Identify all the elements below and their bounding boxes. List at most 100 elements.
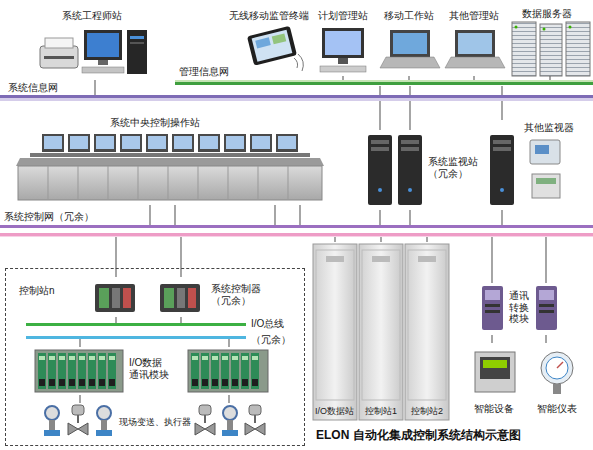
smart-device-icon xyxy=(475,352,515,392)
network-link xyxy=(492,237,546,283)
wireless-waves xyxy=(294,58,298,68)
node-label: 智能设备 xyxy=(474,403,514,415)
converter-module-icon xyxy=(485,304,500,307)
smart-device: 智能设备 xyxy=(465,343,523,419)
cabinet-icon xyxy=(408,250,446,400)
smart-meter-icon xyxy=(546,357,568,379)
network-bus: 系统控制网（冗余） xyxy=(0,225,593,237)
smart-meter: 智能仪表 xyxy=(528,343,586,419)
pc-tower-icon xyxy=(398,135,422,205)
cabinet: I/O数据站 xyxy=(312,242,358,424)
control-console-icon xyxy=(250,134,272,152)
controller-icon xyxy=(95,284,135,312)
control-console-icon xyxy=(224,134,246,152)
cabinet-icon xyxy=(313,244,357,420)
node-label: 其他管理站 xyxy=(449,10,499,22)
network-link xyxy=(116,237,181,277)
monitor-device-icon xyxy=(535,145,549,154)
control-console-icon xyxy=(16,134,324,200)
network-link xyxy=(491,335,492,343)
controller-icon xyxy=(164,288,174,308)
laptop-icon xyxy=(458,33,492,54)
tablet-icon xyxy=(272,33,287,44)
node-label: 其他监视器 xyxy=(524,122,574,134)
field-device-icon xyxy=(44,405,265,436)
network-link xyxy=(334,237,335,242)
node-label: （冗余） xyxy=(251,334,291,346)
cabinet: 控制站2 xyxy=(404,242,450,424)
pc-tower-icon xyxy=(408,188,412,192)
mobile-station: 移动工作站 xyxy=(378,6,440,76)
converter-module: 通讯 转换 模块 xyxy=(478,283,566,335)
engineer-station-icon xyxy=(84,30,122,60)
node-label: 计划管理站 xyxy=(318,10,368,22)
control-console-icon xyxy=(172,134,194,152)
wireless-waves xyxy=(294,54,303,71)
smart-device-icon xyxy=(475,352,515,392)
io-rack-icon xyxy=(211,353,219,389)
network-link xyxy=(80,395,229,403)
field-device-icon xyxy=(44,406,60,436)
controller: 系统控制器 （冗余） xyxy=(89,277,299,317)
other-monitor: 其他监视器 xyxy=(487,120,592,210)
laptop-icon xyxy=(445,57,505,68)
controller-icon xyxy=(188,288,196,308)
control-console-icon xyxy=(146,134,168,152)
field-device-icon xyxy=(222,406,238,436)
node-label: 控制站n xyxy=(19,285,55,297)
smart-meter-icon xyxy=(553,384,561,394)
io-rack-icon xyxy=(191,353,199,389)
monitor-station: 系统监视站 （冗余） xyxy=(362,130,482,210)
smart-device-icon xyxy=(480,357,510,379)
control-console-icon xyxy=(276,134,298,152)
io-rack-icon xyxy=(48,353,56,389)
io-module: I/O数据 通讯模块 xyxy=(31,347,273,395)
cabinet-icon xyxy=(372,256,390,262)
tablet-icon xyxy=(247,26,297,66)
network-link xyxy=(150,205,300,225)
engineer-station-icon xyxy=(87,33,119,57)
io-rack-icon xyxy=(188,350,268,392)
network-link xyxy=(80,339,229,347)
monitor-device-icon xyxy=(530,140,560,198)
desktop-icon xyxy=(320,28,366,72)
engineer-station-icon xyxy=(44,56,74,59)
monitor-device-icon xyxy=(536,178,556,184)
controller-icon xyxy=(95,284,200,312)
tablet-icon xyxy=(255,37,271,48)
node-label: 系统工程师站 xyxy=(62,10,122,22)
node-label: 系统监视站 （冗余） xyxy=(428,156,480,179)
control-console-icon xyxy=(30,153,310,157)
engineer-station-icon xyxy=(130,42,144,44)
io-rack-icon xyxy=(201,353,209,389)
converter-module-icon xyxy=(485,310,500,313)
io-rack-icon xyxy=(35,350,268,392)
cabinet-icon xyxy=(405,244,449,420)
pc-tower-icon xyxy=(371,147,389,151)
node-label: 控制站1 xyxy=(365,406,397,416)
network-link xyxy=(501,86,502,120)
cabinet-icon xyxy=(313,244,449,420)
desktop-icon xyxy=(322,28,364,58)
pc-tower-icon xyxy=(493,140,511,144)
converter-module-icon xyxy=(482,286,503,330)
io-bus: I/O总线（冗余） xyxy=(26,323,246,339)
laptop-icon xyxy=(380,30,440,68)
wireless-terminal: 无线移动监管终端 xyxy=(228,6,311,76)
io-rack-icon xyxy=(251,353,259,389)
laptop-icon xyxy=(380,57,440,68)
controller-icon xyxy=(160,284,200,312)
other-station: 其他管理站 xyxy=(443,6,505,76)
server-rack-icon xyxy=(540,24,562,76)
network-bus: 管理信息网 xyxy=(175,80,593,86)
pc-tower-icon xyxy=(490,135,514,205)
node-label: 系统控制网（冗余） xyxy=(4,211,94,223)
tablet-icon xyxy=(252,30,293,62)
field-device-icon xyxy=(68,405,88,435)
network-link xyxy=(380,237,381,242)
network-link xyxy=(426,237,427,242)
field-device-icon xyxy=(245,405,265,435)
pc-tower-icon xyxy=(378,188,382,192)
engineer-station-icon xyxy=(45,38,73,48)
station-group: 控制站n系统控制器 （冗余）I/O总线（冗余）I/O数据 通讯模块现场变送、执行… xyxy=(5,268,305,446)
